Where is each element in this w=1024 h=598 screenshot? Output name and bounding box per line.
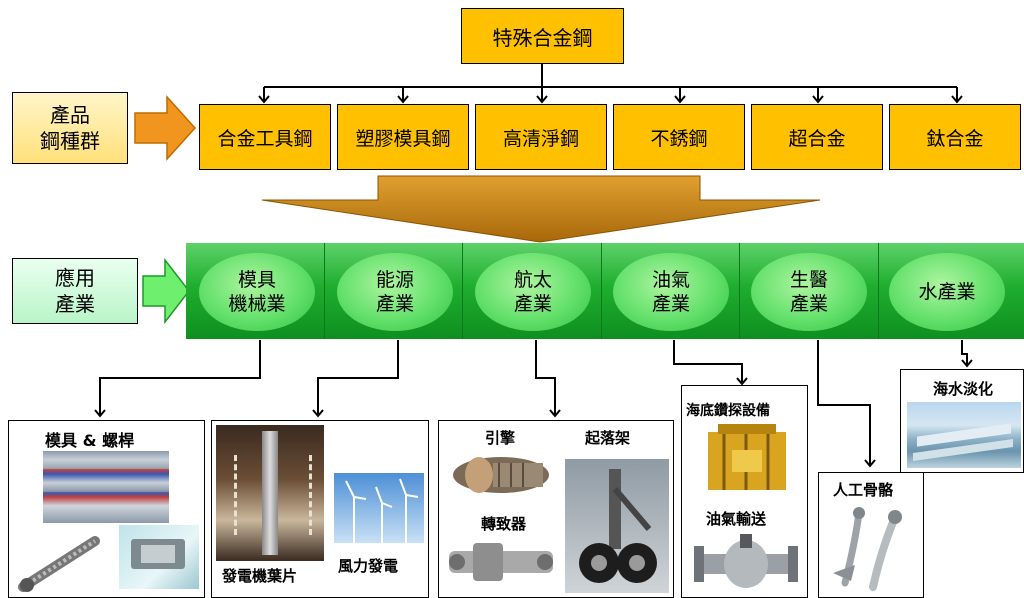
engine-label: 引擎 — [485, 429, 516, 447]
industry-oval-water: 水產業 — [889, 253, 1005, 331]
product-group-label: 產品 鋼種群 — [12, 92, 128, 164]
product-box-superalloy: 超合金 — [751, 104, 883, 170]
industry-oval-oil-gas: 油氣 產業 — [613, 253, 729, 331]
screw-photo — [13, 527, 105, 595]
desalination-label: 海水淡化 — [933, 380, 994, 398]
turbine-blade-photo — [216, 425, 324, 561]
subsea-drilling-label: 海底鑽探設備 — [686, 403, 770, 419]
panel-water: 海水淡化 — [900, 369, 1024, 473]
top-box-special-alloy-steel: 特殊合金鋼 — [461, 8, 624, 64]
artificial-bone-photo — [825, 503, 917, 595]
connector-energy — [317, 340, 399, 416]
oil-gas-transport-label: 油氣輸送 — [706, 510, 767, 528]
product-box-titanium-alloy: 鈦合金 — [889, 104, 1021, 170]
connector-oil — [673, 340, 743, 384]
product-box-alloy-tool-steel: 合金工具鋼 — [199, 104, 331, 170]
industry-oval-biomedical: 生醫 產業 — [751, 253, 867, 331]
panel-biomedical: 人工骨骼 — [818, 472, 924, 598]
product-arrow-icon — [134, 95, 197, 161]
industry-band — [186, 243, 1024, 339]
turbine-blade-label: 發電機葉片 — [222, 567, 298, 585]
desalination-photo — [907, 402, 1021, 468]
panel-mold-screw: 模具 & 螺桿 — [8, 420, 205, 598]
product-box-high-clean-steel: 高清淨鋼 — [475, 104, 607, 170]
valve-photo — [690, 532, 802, 594]
panel-mold-title: 模具 & 螺桿 — [45, 431, 135, 450]
panel-aerospace: 引擎 起落架 轉致器 — [438, 420, 674, 598]
panel-energy: 發電機葉片 風力發電 — [211, 420, 429, 598]
industry-label: 應用 產業 — [12, 258, 138, 324]
panel-oil-gas: 海底鑽探設備 油氣輸送 — [681, 385, 808, 598]
wind-turbines-photo — [334, 473, 424, 543]
funnel-arrow — [261, 175, 821, 243]
top-connectors — [258, 64, 963, 104]
connector-mold — [99, 340, 261, 416]
industry-oval-energy: 能源 產業 — [337, 253, 453, 331]
landing-gear-label: 起落架 — [585, 429, 631, 447]
wind-power-label: 風力發電 — [338, 557, 399, 575]
bottom-connectors — [94, 340, 973, 468]
industry-oval-mold-machinery: 模具 機械業 — [199, 253, 315, 331]
actuator-label: 轉致器 — [481, 515, 527, 533]
product-box-stainless-steel: 不銹鋼 — [613, 104, 745, 170]
engine-photo — [449, 447, 553, 503]
top-connector-drops — [258, 87, 963, 104]
landing-gear-photo — [565, 459, 669, 593]
artificial-bone-label: 人工骨骼 — [833, 481, 894, 499]
industry-arrow-icon — [142, 258, 190, 324]
actuator-photo — [443, 531, 559, 593]
steel-blocks-photo — [43, 451, 169, 523]
industry-oval-aerospace: 航太 產業 — [475, 253, 591, 331]
product-box-plastic-mold-steel: 塑膠模具鋼 — [337, 104, 469, 170]
subsea-drilling-photo — [698, 420, 796, 496]
connector-bio — [817, 340, 871, 466]
mold-parts-photo — [119, 525, 199, 589]
connector-aero — [535, 340, 556, 416]
connector-water — [961, 340, 968, 366]
